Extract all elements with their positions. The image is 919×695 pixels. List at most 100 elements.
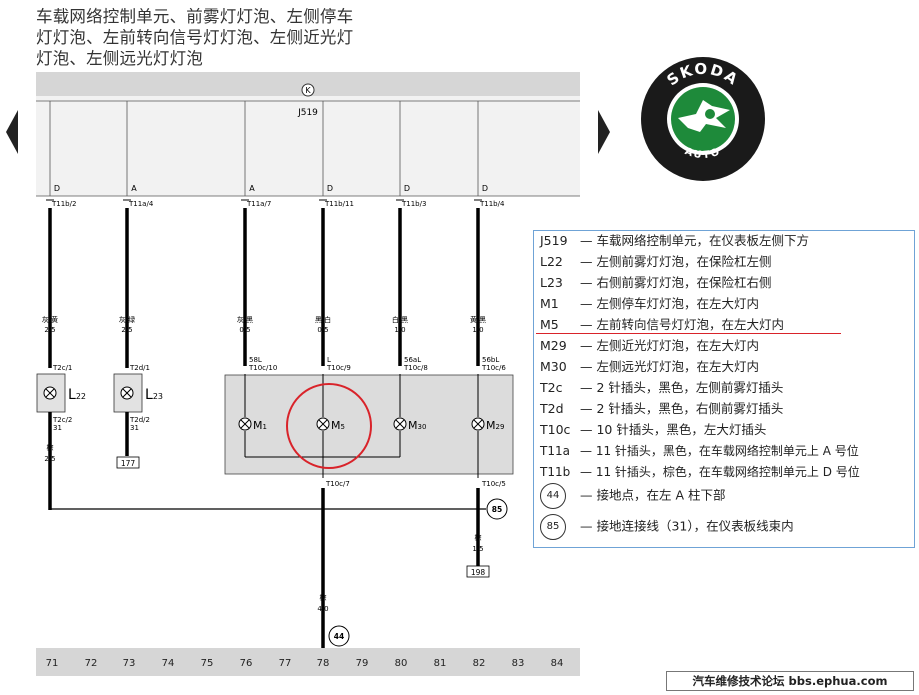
- wire-color: 黑/白: [315, 315, 331, 324]
- connector-label: T11a/7: [246, 200, 271, 208]
- axis-number: 81: [434, 658, 447, 669]
- legend-code: T2d: [540, 401, 564, 416]
- legend-code: T11b: [540, 465, 571, 479]
- legend-code: T10c: [540, 422, 571, 437]
- headlamp-assembly: [224, 374, 514, 475]
- ground-circle-icon: 44: [540, 483, 566, 509]
- legend-code: L23: [540, 275, 563, 290]
- m29-label: M29: [486, 419, 504, 432]
- connector-label: T11b/3: [401, 200, 426, 208]
- wire-color: 灰/黑: [237, 315, 253, 324]
- legend-code: M30: [540, 359, 567, 374]
- l22-bot-conn: T2c/2: [52, 416, 72, 424]
- axis-number: 84: [551, 658, 564, 669]
- l23-top-conn: T2d/1: [129, 364, 150, 372]
- axis-number: 79: [356, 658, 369, 669]
- logo-bottom-text: AUTO: [683, 146, 721, 161]
- connector-label: T11b/2: [51, 200, 76, 208]
- pin-letter: A: [249, 184, 255, 193]
- main-ground-size: 4.0: [317, 605, 328, 613]
- legend-row: L22— 左侧前雾灯灯泡，在保险杠左侧: [540, 254, 771, 270]
- l23-label: L23: [145, 387, 163, 403]
- axis-bar: [36, 648, 580, 676]
- l22-bot-pin: 31: [53, 424, 62, 432]
- ground-circle-icon: 85: [540, 514, 566, 540]
- axis-number: 78: [317, 658, 330, 669]
- legend-panel: J519— 车载网络控制单元，在仪表板左侧下方 L22— 左侧前雾灯灯泡，在保险…: [533, 230, 915, 548]
- ground-wire-right-size: 1.5: [472, 545, 483, 553]
- module-id: J519: [297, 108, 318, 118]
- axis-number: 83: [512, 658, 525, 669]
- legend-row: L23— 右侧前雾灯灯泡，在保险杠右侧: [540, 275, 771, 291]
- ground-85-label: 85: [492, 505, 502, 514]
- l22-label: L22: [68, 387, 86, 403]
- l23-bot-conn: T2d/2: [129, 416, 150, 424]
- axis-number: 75: [201, 658, 214, 669]
- axis-number: 82: [473, 658, 486, 669]
- legend-desc: — 左侧前雾灯灯泡，在保险杠左侧: [580, 254, 772, 269]
- skoda-logo: SKODA AUTO: [641, 57, 765, 181]
- ref-box-177-label: 177: [121, 459, 136, 468]
- title-line-3: 灯泡、左侧远光灯灯泡: [36, 49, 203, 68]
- ground-85-icon: [486, 498, 508, 520]
- wire-size: 1.0: [394, 326, 405, 334]
- legend-desc: — 接地点，在左 A 柱下部: [580, 487, 726, 503]
- ground-44-icon: [328, 625, 350, 647]
- legend-code: M1: [540, 296, 559, 311]
- legend-row: M30— 左侧远光灯灯泡，在左大灯内: [540, 359, 759, 375]
- pin-letter: D: [327, 184, 333, 193]
- legend-desc: — 2 针插头，黑色，左侧前雾灯插头: [580, 380, 784, 395]
- legend-desc: — 左侧停车灯灯泡，在左大灯内: [580, 296, 759, 311]
- m1-label: M1: [253, 419, 267, 432]
- forum-footer: 汽车维修技术论坛 bbs.ephua.com: [666, 671, 914, 691]
- conn-t10c7: T10c/7: [325, 480, 350, 488]
- legend-row: J519— 车载网络控制单元，在仪表板左侧下方: [540, 233, 809, 249]
- ref-box-177: [116, 456, 140, 469]
- connector-label: T11b/11: [324, 200, 354, 208]
- axis-number: 77: [279, 658, 292, 669]
- m29-term: 56bL: [482, 356, 499, 364]
- wire-size: 1.0: [472, 326, 483, 334]
- legend-code: T11a: [540, 444, 570, 458]
- axis-number: 73: [123, 658, 136, 669]
- legend-desc: — 车载网络控制单元，在仪表板左侧下方: [580, 233, 809, 248]
- pin-letter: A: [131, 184, 137, 193]
- ref-box-198-label: 198: [471, 568, 486, 577]
- legend-row: M29— 左侧近光灯灯泡，在左大灯内: [540, 338, 759, 354]
- m5-highlight-circle: [286, 383, 372, 469]
- wire-size: 2.5: [44, 326, 55, 334]
- m5-underline: [536, 333, 841, 334]
- m5-label: M5: [331, 419, 345, 432]
- axis-number: 72: [85, 658, 98, 669]
- pin-letter: D: [404, 184, 410, 193]
- next-arrow-icon[interactable]: [598, 110, 610, 154]
- legend-row: T11b — 11 针插头，棕色，在车载网络控制单元上 D 号位: [540, 464, 860, 480]
- main-ground-color: 棕: [320, 593, 327, 602]
- ground-wire-color: 棕: [47, 443, 54, 452]
- ground-wire-size: 2.5: [44, 455, 55, 463]
- legend-desc: — 左侧近光灯灯泡，在左大灯内: [580, 338, 759, 353]
- wire-color: 黄/黑: [470, 315, 486, 324]
- ref-box-198: [466, 565, 490, 578]
- legend-desc: — 10 针插头，黑色，左大灯插头: [580, 422, 767, 437]
- m30-label: M30: [408, 419, 426, 432]
- wire-color: 白/黑: [392, 315, 408, 324]
- wire-color: 灰/黄: [42, 315, 58, 324]
- axis-number: 76: [240, 658, 253, 669]
- prev-arrow-icon[interactable]: [6, 110, 18, 154]
- legend-desc: — 2 针插头，黑色，右侧前雾灯插头: [580, 401, 784, 416]
- title-line-2: 灯灯泡、左前转向信号灯灯泡、左侧近光灯: [36, 28, 354, 47]
- diagram-title: 车载网络控制单元、前雾灯灯泡、左侧停车 灯灯泡、左前转向信号灯灯泡、左侧近光灯 …: [36, 6, 436, 69]
- legend-row-highlighted: M5— 左前转向信号灯灯泡，在左大灯内: [540, 317, 784, 333]
- wire-size: 2.5: [121, 326, 132, 334]
- connector-label: T11b/4: [479, 200, 505, 208]
- legend-row: T10c — 10 针插头，黑色，左大灯插头: [540, 422, 766, 438]
- m29-conn: T10c/6: [481, 364, 506, 372]
- wire-size: 0.5: [239, 326, 250, 334]
- m1-term: 58L: [249, 356, 262, 364]
- legend-desc: — 11 针插头，棕色，在车载网络控制单元上 D 号位: [580, 465, 860, 479]
- legend-desc: — 接地连接线（31），在仪表板线束内: [580, 518, 794, 534]
- axis-number: 74: [162, 658, 175, 669]
- module-symbol-circle: [301, 83, 315, 97]
